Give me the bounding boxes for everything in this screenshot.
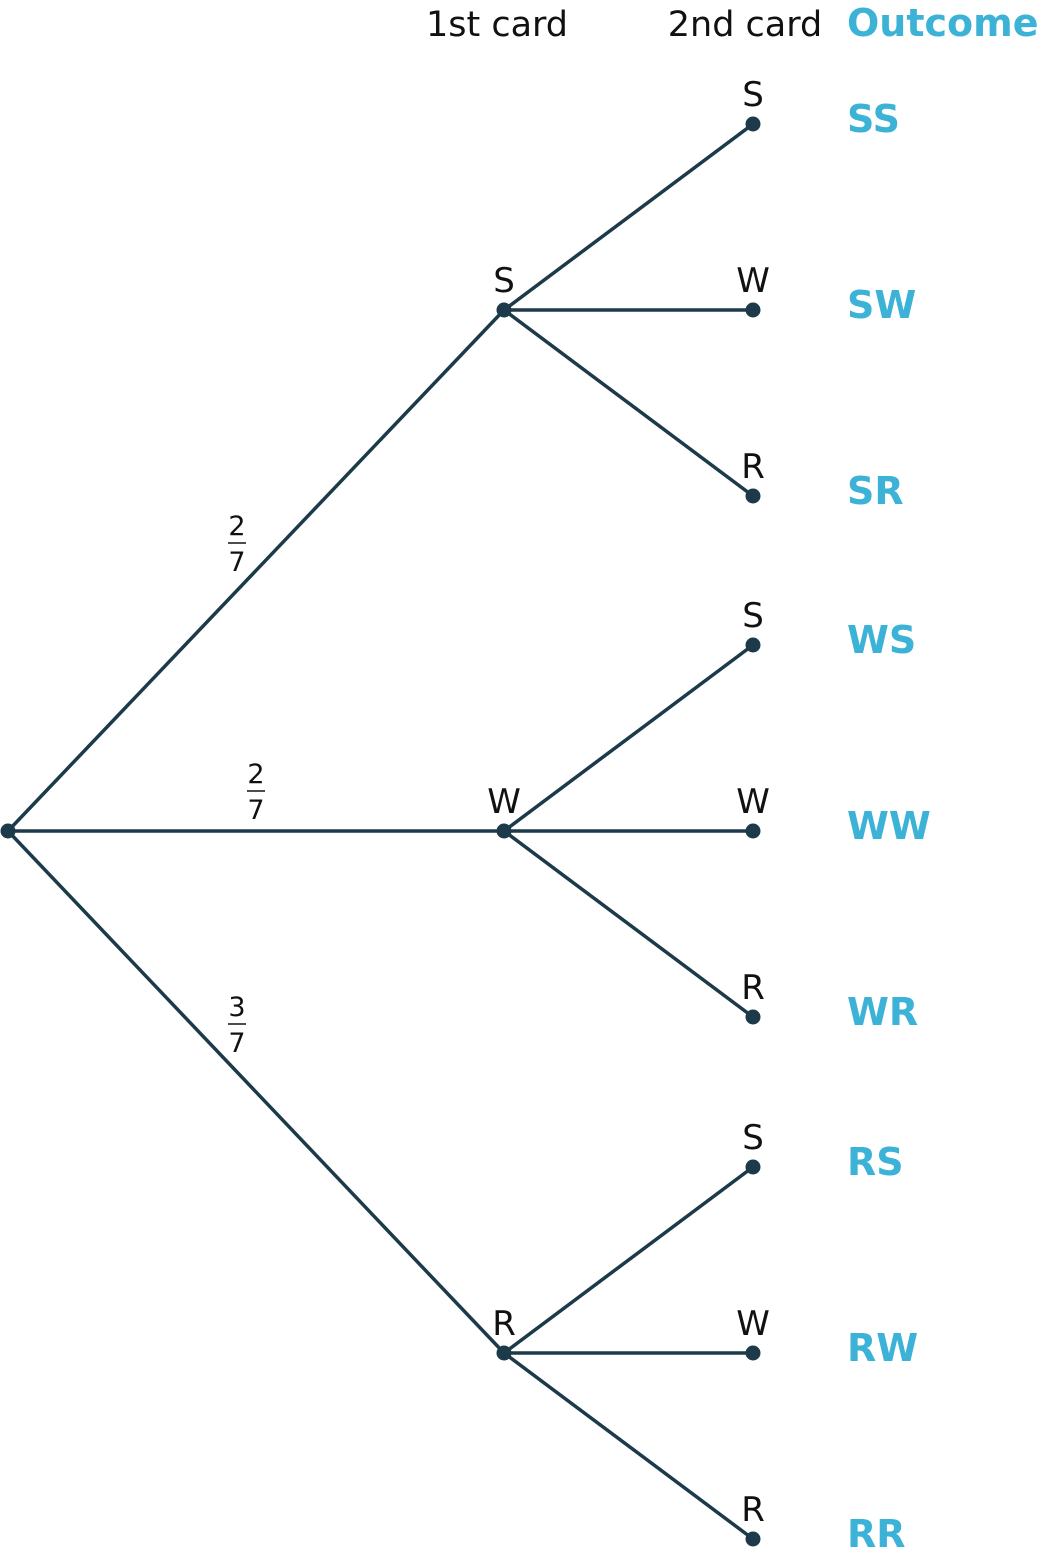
label-first-s: S <box>493 261 515 301</box>
label-second-s-r: R <box>741 447 765 487</box>
outcome-wr: WR <box>847 990 918 1034</box>
root-node <box>0 823 16 839</box>
node-first-r <box>496 1345 512 1361</box>
outcome-ss: SS <box>847 97 900 141</box>
node-first-w <box>496 823 512 839</box>
node-first-s <box>496 302 512 318</box>
header-first-card: 1st card <box>426 5 568 45</box>
branch-second-r-r <box>502 1351 755 1541</box>
node-second-r-s <box>745 1159 761 1175</box>
node-second-s-s <box>745 116 761 132</box>
branch-second-s-s <box>502 122 755 312</box>
label-second-s-w: W <box>736 261 770 301</box>
probability-denominator: 7 <box>247 795 264 826</box>
outcome-ws: WS <box>847 618 916 662</box>
tree-nodes <box>0 116 761 1547</box>
branch-second-w-r <box>502 829 755 1019</box>
label-second-w-w: W <box>736 782 770 822</box>
node-second-s-r <box>745 488 761 504</box>
probability-denominator: 7 <box>228 547 245 578</box>
outcome-rw: RW <box>847 1326 918 1370</box>
probability-numerator: 2 <box>228 511 245 542</box>
tree-edges <box>6 122 755 1541</box>
branch-first-s <box>6 308 506 833</box>
label-first-r: R <box>492 1304 516 1344</box>
node-second-w-w <box>745 823 761 839</box>
branch-first-r <box>6 829 506 1355</box>
node-second-w-r <box>745 1009 761 1025</box>
probability-numerator: 3 <box>228 992 245 1023</box>
probability-numerator: 2 <box>247 759 264 790</box>
node-second-r-w <box>745 1345 761 1361</box>
probability-first-s: 27 <box>228 511 246 578</box>
node-second-s-w <box>745 302 761 318</box>
outcome-rs: RS <box>847 1140 904 1184</box>
probability-first-r: 37 <box>228 992 246 1059</box>
outcome-sw: SW <box>847 283 916 327</box>
label-second-s-s: S <box>742 75 764 115</box>
branch-second-r-s <box>502 1165 755 1355</box>
probability-denominator: 7 <box>228 1028 245 1059</box>
outcome-sr: SR <box>847 469 904 513</box>
label-second-r-r: R <box>741 1490 765 1530</box>
node-second-r-r <box>745 1531 761 1547</box>
label-second-w-r: R <box>741 968 765 1008</box>
label-second-r-w: W <box>736 1304 770 1344</box>
header-second-card: 2nd card <box>668 5 822 45</box>
outcome-ww: WW <box>847 804 931 848</box>
label-first-w: W <box>487 782 521 822</box>
label-second-w-s: S <box>742 596 764 636</box>
header-outcome: Outcome <box>847 1 1038 45</box>
label-second-r-s: S <box>742 1118 764 1158</box>
branch-second-w-s <box>502 643 755 833</box>
branch-second-s-r <box>502 308 755 498</box>
node-second-w-s <box>745 637 761 653</box>
probability-first-w: 27 <box>247 759 265 826</box>
outcome-rr: RR <box>847 1512 906 1556</box>
